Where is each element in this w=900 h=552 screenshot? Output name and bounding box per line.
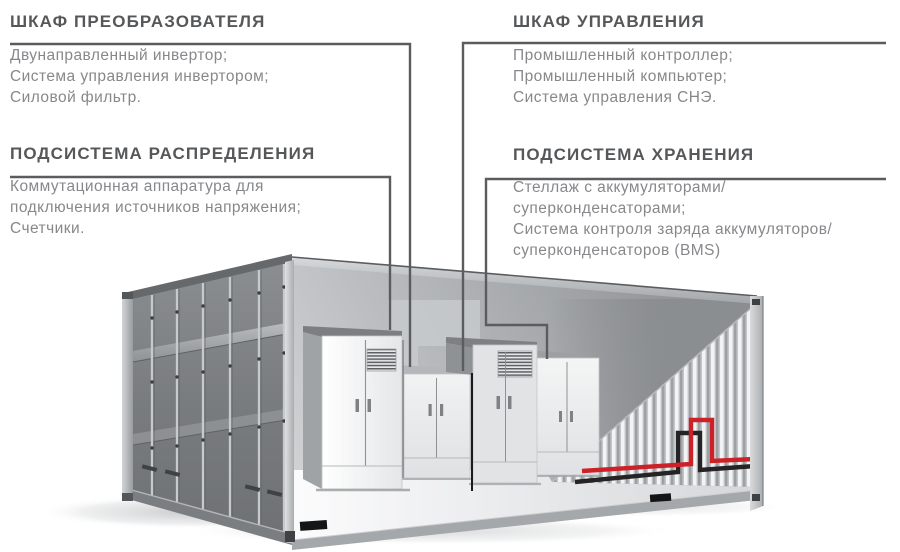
floor [292, 470, 757, 540]
left-wall [122, 254, 293, 545]
leader-storage [484, 177, 886, 359]
callout-converter: ШКАФ ПРЕОБРАЗОВАТЕЛЯ Двунаправленный инв… [10, 12, 269, 108]
callout-converter-title: ШКАФ ПРЕОБРАЗОВАТЕЛЯ [10, 12, 266, 31]
cabinet-control [446, 337, 541, 486]
callout-line: Коммутационная аппаратура для [10, 178, 264, 195]
callout-storage-body: Стеллаж с аккумуляторами/ суперконденсат… [513, 177, 832, 261]
callout-line: Промышленный компьютер; [513, 68, 728, 85]
bolts [150, 285, 286, 450]
callout-distribution-body: Коммутационная аппаратура для подключени… [10, 176, 315, 239]
callout-storage: ПОДСИСТЕМА ХРАНЕНИЯ Стеллаж с аккумулято… [513, 145, 832, 261]
callout-control: ШКАФ УПРАВЛЕНИЯ Промышленный контроллер;… [513, 12, 733, 108]
callout-line: подключения источников напряжения; [10, 199, 302, 216]
callout-converter-body: Двунаправленный инвертор; Система управл… [10, 45, 269, 108]
leader-control [461, 41, 886, 371]
callout-line: Система управления СНЭ. [513, 89, 717, 106]
callout-line: Стеллаж с аккумуляторами/ [513, 179, 726, 196]
callout-distribution: ПОДСИСТЕМА РАСПРЕДЕЛЕНИЯ Коммутационная … [10, 144, 315, 239]
callout-line: Система управления инвертором; [10, 68, 270, 85]
callout-line: суперконденсаторов (BMS) [513, 242, 721, 259]
callout-control-title: ШКАФ УПРАВЛЕНИЯ [513, 12, 705, 31]
callout-line: Счетчики. [10, 220, 85, 237]
callout-line: Двунаправленный инвертор; [10, 47, 228, 64]
floor-vent [299, 520, 328, 531]
cabinet-storage [528, 350, 602, 477]
callout-storage-title: ПОДСИСТЕМА ХРАНЕНИЯ [513, 145, 755, 164]
leader-converter [10, 42, 412, 367]
callout-line: суперконденсаторами; [513, 200, 686, 217]
callout-distribution-title: ПОДСИСТЕМА РАСПРЕДЕЛЕНИЯ [10, 144, 316, 163]
roof-edge-beam [291, 256, 758, 304]
right-corner-post [750, 296, 764, 511]
callout-line: Силовой фильтр. [10, 89, 142, 106]
red-cable [581, 417, 756, 474]
cabinet-distribution [303, 326, 410, 492]
front-corner-post [285, 260, 295, 544]
callout-line: Промышленный контроллер; [513, 47, 734, 64]
base-rail [292, 490, 757, 550]
cabinet-converter [396, 340, 474, 480]
callout-control-body: Промышленный контроллер; Промышленный ко… [513, 45, 733, 108]
callout-line: Система контроля заряда аккумуляторов/ [513, 221, 833, 238]
door-handles [141, 464, 283, 497]
floor-vent [649, 493, 672, 503]
leader-distribution [10, 175, 392, 330]
